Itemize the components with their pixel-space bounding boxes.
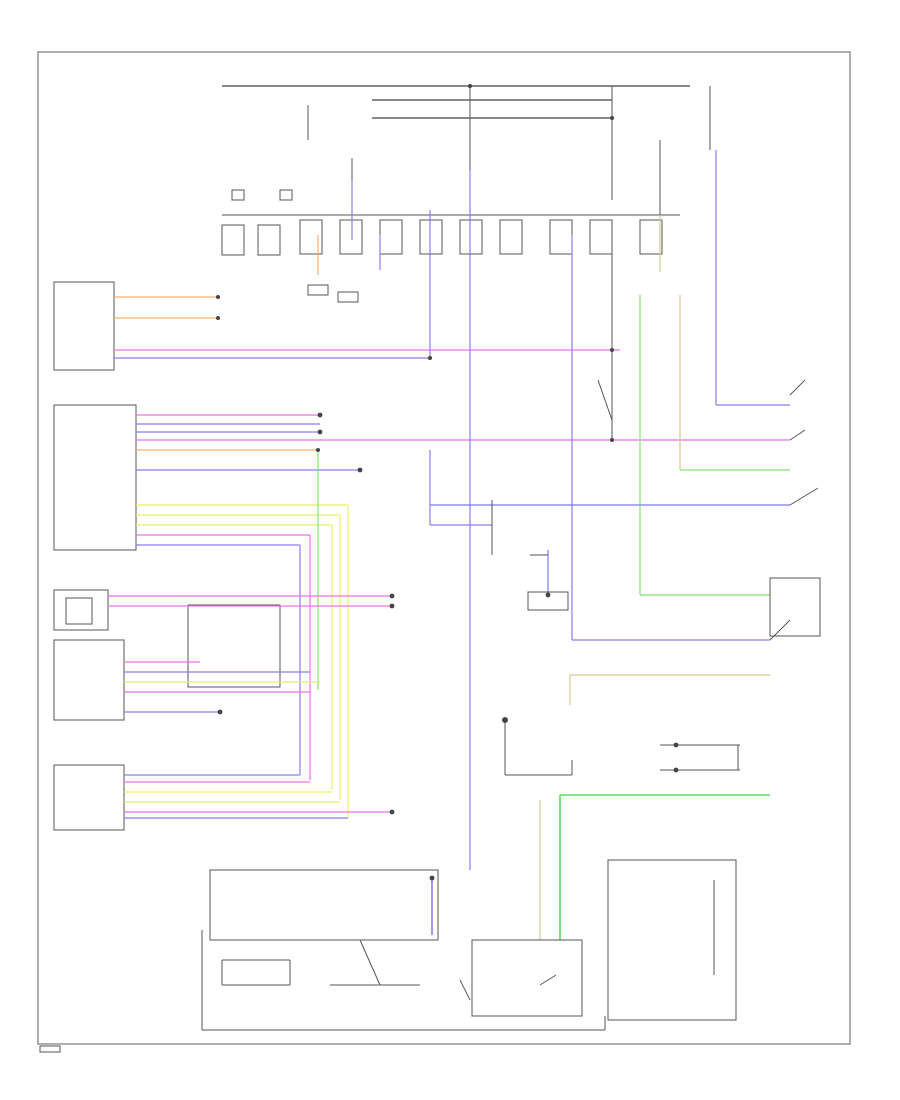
bottom-right-module <box>607 859 737 1021</box>
splice-points <box>216 84 679 881</box>
left-modules <box>53 281 281 831</box>
power-distribution-section <box>221 85 711 303</box>
components <box>201 230 821 1031</box>
small-module <box>187 604 281 688</box>
module-block-2 <box>53 404 137 551</box>
bottom-middle-module <box>471 939 583 1017</box>
inner-component <box>65 597 93 625</box>
corner-mark <box>39 1045 61 1053</box>
module-block-3 <box>53 589 109 631</box>
module-block-5 <box>53 764 125 831</box>
colored-wires <box>108 150 790 940</box>
module-block-4 <box>53 639 125 721</box>
diagram-frame <box>37 51 851 1045</box>
bottom-left-module <box>209 869 439 941</box>
module-block-1 <box>53 281 115 371</box>
